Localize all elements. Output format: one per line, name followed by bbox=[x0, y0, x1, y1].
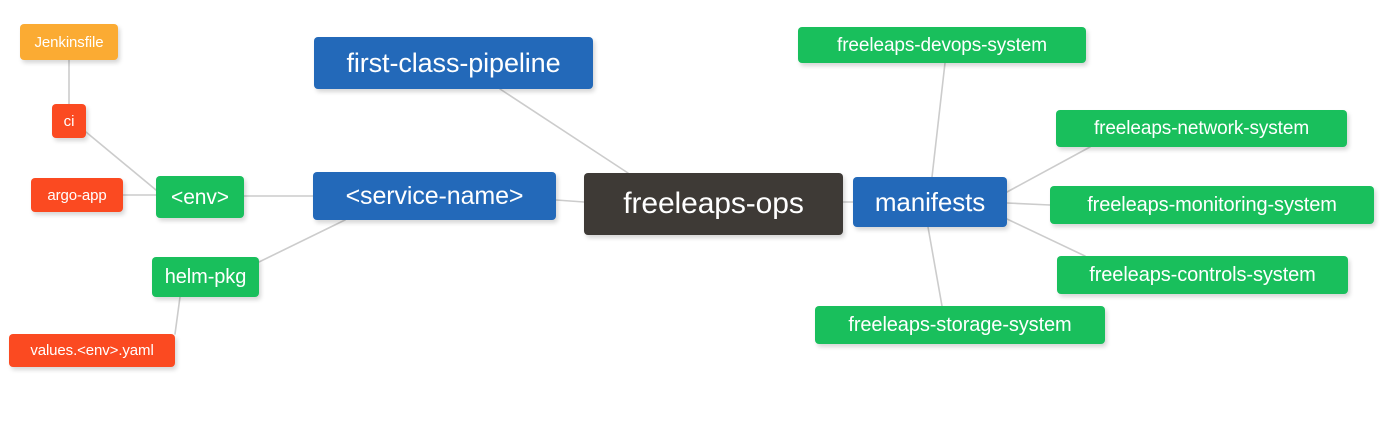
node-manifests[interactable]: manifests bbox=[853, 177, 1007, 227]
edge-helm-pkg-to-service-name bbox=[258, 219, 346, 263]
node-values-yaml[interactable]: values.<env>.yaml bbox=[9, 334, 175, 367]
node-label-env: <env> bbox=[171, 185, 229, 209]
edge-manifests-to-freeleaps-monitoring-system bbox=[1006, 202, 1051, 206]
node-freeleaps-ops[interactable]: freeleaps-ops bbox=[584, 173, 843, 235]
node-first-class-pipeline[interactable]: first-class-pipeline bbox=[314, 37, 593, 89]
node-label-ci: ci bbox=[63, 112, 75, 130]
node-label-freeleaps-devops-system: freeleaps-devops-system bbox=[837, 34, 1047, 56]
node-label-freeleaps-network-system: freeleaps-network-system bbox=[1093, 118, 1310, 139]
node-label-values-yaml: values.<env>.yaml bbox=[30, 342, 154, 359]
edge-first-class-pipeline-to-freeleaps-ops bbox=[499, 88, 629, 174]
node-env[interactable]: <env> bbox=[156, 176, 244, 218]
node-ci[interactable]: ci bbox=[52, 104, 86, 138]
node-label-service-name: <service-name> bbox=[345, 181, 524, 210]
node-label-first-class-pipeline: first-class-pipeline bbox=[346, 47, 561, 78]
node-label-freeleaps-storage-system: freeleaps-storage-system bbox=[848, 314, 1072, 336]
edge-service-name-to-freeleaps-ops bbox=[555, 199, 585, 203]
node-argo-app[interactable]: argo-app bbox=[31, 178, 123, 212]
edge-manifests-to-freeleaps-storage-system bbox=[927, 226, 943, 307]
node-label-freeleaps-controls-system: freeleaps-controls-system bbox=[1089, 264, 1316, 286]
node-label-manifests: manifests bbox=[874, 187, 986, 217]
node-freeleaps-storage-system[interactable]: freeleaps-storage-system bbox=[815, 306, 1105, 344]
node-label-helm-pkg: helm-pkg bbox=[164, 266, 247, 288]
node-label-freeleaps-ops: freeleaps-ops bbox=[623, 187, 804, 220]
node-helm-pkg[interactable]: helm-pkg bbox=[152, 257, 259, 297]
node-label-argo-app: argo-app bbox=[47, 186, 107, 204]
node-freeleaps-devops-system[interactable]: freeleaps-devops-system bbox=[798, 27, 1086, 63]
edge-manifests-to-freeleaps-devops-system bbox=[931, 62, 946, 178]
node-freeleaps-network-system[interactable]: freeleaps-network-system bbox=[1056, 110, 1347, 147]
node-label-freeleaps-monitoring-system: freeleaps-monitoring-system bbox=[1087, 194, 1337, 216]
node-freeleaps-controls-system[interactable]: freeleaps-controls-system bbox=[1057, 256, 1348, 294]
node-service-name[interactable]: <service-name> bbox=[313, 172, 556, 220]
node-freeleaps-monitoring-system[interactable]: freeleaps-monitoring-system bbox=[1050, 186, 1374, 224]
edge-values-yaml-to-helm-pkg bbox=[174, 296, 181, 335]
node-label-jenkinsfile: Jenkinsfile bbox=[34, 33, 104, 51]
node-jenkinsfile[interactable]: Jenkinsfile bbox=[20, 24, 118, 60]
edge-manifests-to-freeleaps-controls-system bbox=[1006, 218, 1086, 257]
